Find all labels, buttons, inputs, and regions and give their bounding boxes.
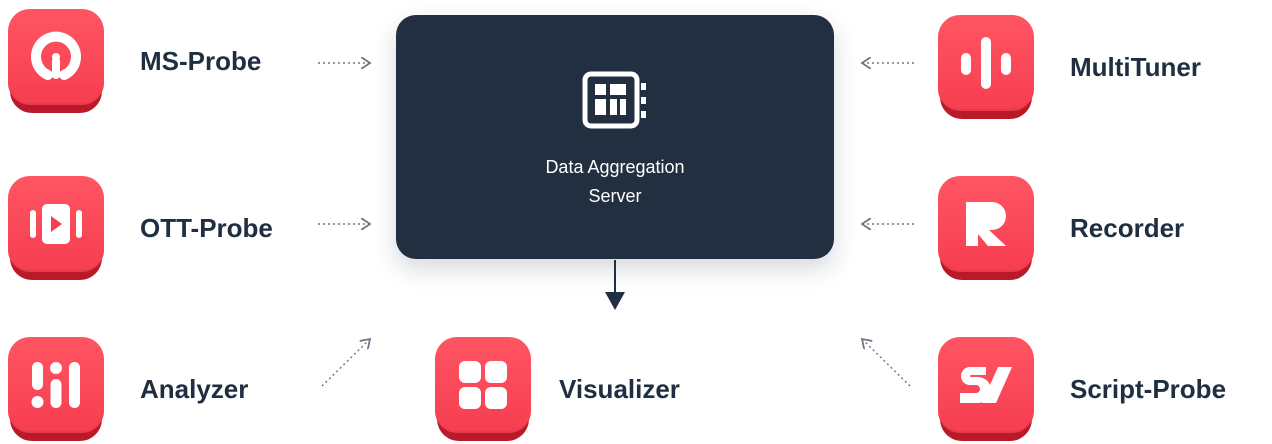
visualizer-icon — [459, 361, 507, 409]
connector-analyzer — [321, 339, 370, 387]
multituner-icon — [961, 37, 1011, 89]
connector-script-probe — [862, 339, 911, 387]
node-multituner: MultiTuner — [938, 15, 1201, 119]
node-recorder: Recorder — [938, 176, 1184, 280]
node-label: Visualizer — [559, 373, 680, 404]
ms-probe-icon — [31, 31, 81, 80]
node-ms-probe: MS-Probe — [8, 9, 261, 113]
server-title: Data Aggregation Server — [545, 157, 685, 206]
node-script-probe: Script-Probe — [938, 337, 1226, 441]
node-label: OTT-Probe — [140, 212, 273, 243]
analyzer-icon — [31, 362, 80, 408]
node-label: MS-Probe — [140, 45, 262, 76]
node-label: Script-Probe — [1070, 373, 1227, 404]
node-label: Analyzer — [140, 373, 249, 404]
node-ott-probe: OTT-Probe — [8, 176, 273, 280]
server-chip-icon — [582, 71, 648, 136]
node-label: Recorder — [1070, 212, 1185, 243]
data-aggregation-server: Data Aggregation Server — [396, 15, 834, 259]
recorder-icon — [966, 202, 1006, 246]
node-visualizer: Visualizer — [435, 337, 680, 441]
node-label: MultiTuner — [1070, 51, 1201, 82]
ott-probe-icon — [30, 204, 82, 244]
script-probe-icon — [960, 367, 1012, 403]
node-analyzer: Analyzer — [8, 337, 248, 441]
